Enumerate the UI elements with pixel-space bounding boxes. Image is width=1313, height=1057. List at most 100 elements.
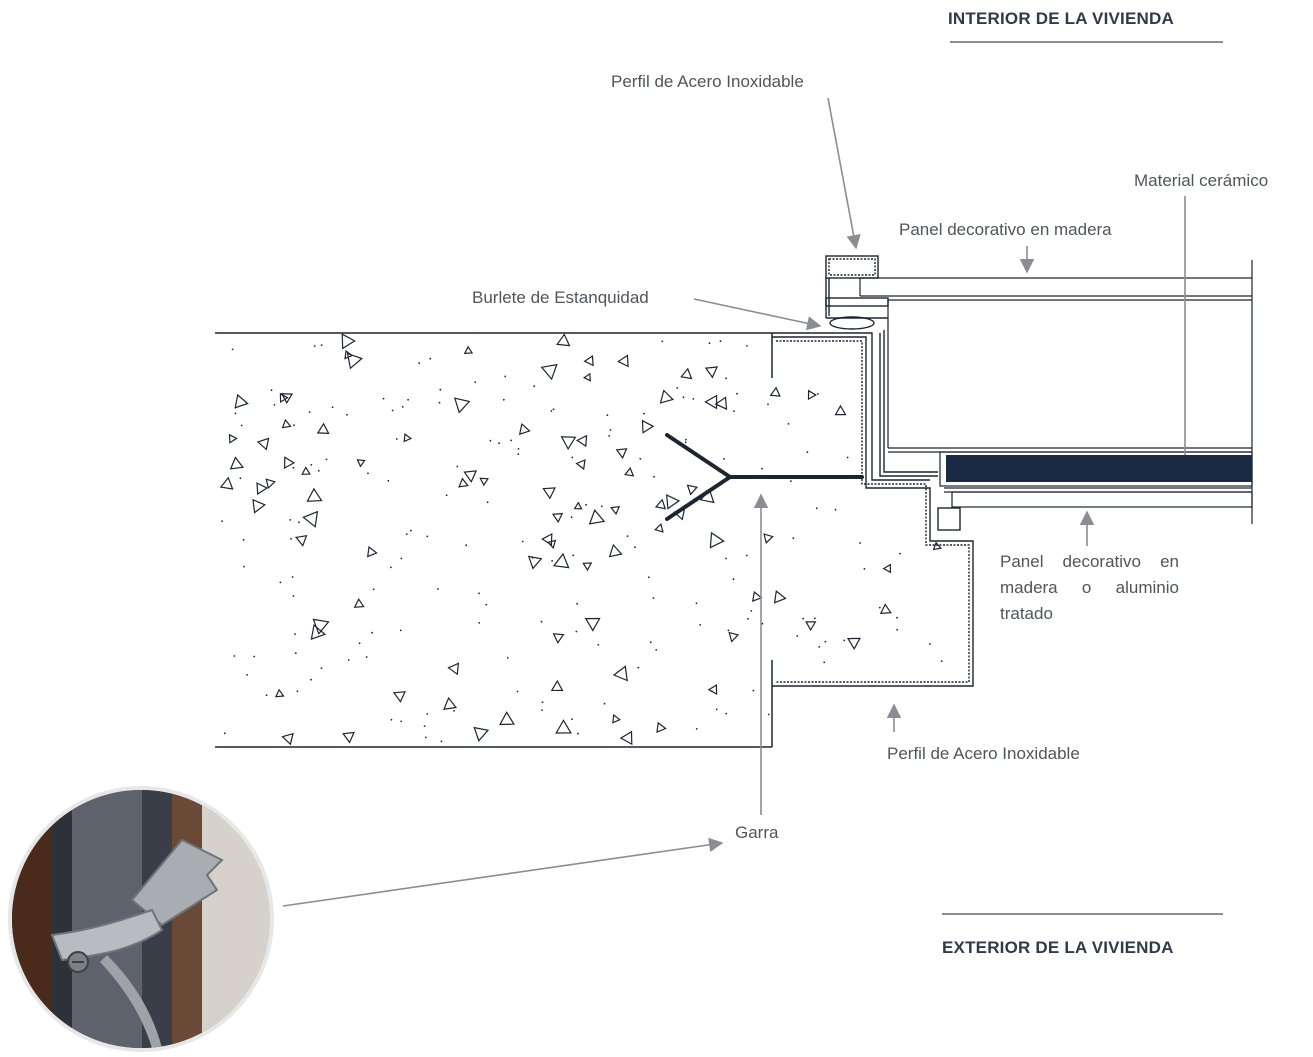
aggregate-triangle — [353, 598, 365, 608]
aggregate-dot — [347, 659, 350, 661]
aggregate-dot — [243, 565, 245, 568]
aggregate-dot — [390, 566, 392, 569]
aggregate-dot — [767, 713, 770, 716]
aggregate-dot — [310, 464, 313, 466]
aggregate-triangle — [301, 466, 311, 475]
aggregate-dot — [577, 732, 579, 735]
aggregate-dot — [331, 406, 334, 409]
aggregate-dot — [606, 414, 609, 417]
aggregate-triangle — [805, 621, 817, 632]
aggregate-dot — [806, 451, 809, 454]
aggregate-dot — [521, 540, 524, 543]
aggregate-dot — [725, 557, 727, 560]
aggregate-dot — [761, 467, 763, 470]
aggregate-dot — [585, 503, 587, 506]
aggregate-triangle — [882, 563, 892, 574]
aggregate-dot — [474, 381, 477, 383]
aggregate-dot — [733, 410, 735, 412]
label-burlete: Burlete de Estanquidad — [472, 288, 649, 307]
aggregate-triangle — [403, 432, 413, 443]
aggregate-triangle — [619, 730, 633, 746]
aggregate-dot — [767, 403, 769, 406]
aggregate-triangle — [773, 589, 787, 604]
aggregate-dot — [438, 401, 441, 404]
aggregate-dot — [834, 508, 837, 511]
aggregate-triangle — [392, 691, 406, 703]
aggregate-dot — [233, 655, 236, 657]
aggregate-dot — [626, 535, 629, 537]
aggregate-dot — [294, 633, 296, 635]
aggregate-triangle — [656, 721, 667, 734]
aggregate-dot — [279, 581, 282, 584]
aggregate-dot — [637, 666, 640, 669]
aggregate-triangle — [834, 404, 847, 416]
aggregate-dot — [647, 576, 650, 579]
aggregate-triangle — [704, 394, 718, 410]
aggregate-dot — [859, 542, 861, 544]
aggregate-triangle — [344, 349, 354, 360]
aggregate-dot — [655, 649, 658, 651]
aggregate-dot — [445, 494, 448, 497]
aggregate-triangle — [302, 510, 319, 528]
aggregate-triangle — [265, 478, 276, 490]
aggregate-triangle — [540, 363, 558, 381]
aggregate-triangle — [769, 386, 781, 397]
aggregate-dot — [265, 694, 268, 697]
aggregate-dot — [661, 340, 664, 343]
aggregate-dot — [608, 435, 610, 437]
aggregate-dot — [231, 348, 234, 351]
aggregate-triangle — [612, 665, 628, 682]
aggregate-triangle — [479, 477, 489, 487]
aggregate-dot — [498, 442, 500, 445]
panel-madera — [859, 260, 1253, 524]
aggregate-dot — [817, 393, 819, 395]
aggregate-triangle — [310, 623, 327, 641]
aggregate-dot — [684, 441, 687, 444]
aggregate-dot — [246, 674, 249, 676]
label-garra: Garra — [735, 823, 779, 842]
aggregate-triangle — [560, 436, 577, 451]
aggregate-dot — [292, 466, 295, 469]
aggregate-dot — [221, 520, 223, 522]
label-panel-madera: Panel decorativo en madera — [899, 220, 1112, 239]
aggregate-dot — [478, 622, 481, 624]
aggregate-dot — [401, 406, 404, 408]
aggregate-triangle — [686, 484, 699, 496]
aggregate-dot — [387, 479, 390, 482]
stainless-profile — [772, 330, 974, 687]
aggregate-dot — [695, 602, 698, 605]
aggregate-triangle — [256, 437, 270, 451]
aggregate-triangle — [617, 354, 629, 368]
aggregate-triangle — [283, 456, 296, 470]
aggregate-dot — [736, 392, 738, 395]
garra-photo-icon — [12, 790, 270, 1048]
aggregate-dot — [649, 641, 652, 644]
aggregate-dot — [597, 644, 600, 646]
aggregate-dot — [682, 396, 685, 399]
aggregate-dot — [896, 628, 899, 631]
header-interior: INTERIOR DE LA VIVIENDA — [948, 9, 1174, 28]
aggregate-dot — [456, 465, 459, 468]
aggregate-triangle — [341, 333, 356, 350]
aggregate-dot — [725, 712, 728, 715]
aggregate-triangle — [316, 422, 330, 435]
aggregate-dot — [410, 529, 412, 532]
aggregate-dot — [296, 690, 299, 693]
aggregate-dot — [485, 603, 488, 606]
header-exterior: EXTERIOR DE LA VIVIENDA — [942, 938, 1174, 957]
aggregate-triangle — [583, 355, 594, 367]
aggregate-triangle — [641, 419, 655, 434]
aggregate-triangle — [542, 487, 556, 500]
aggregate-dot — [551, 560, 553, 562]
aggregate-triangle — [573, 501, 583, 510]
aggregate-dot — [371, 631, 373, 634]
aggregate-dot — [517, 453, 520, 455]
aggregate-dot — [719, 340, 722, 343]
aggregate-triangle — [281, 732, 294, 746]
aggregate-dot — [550, 410, 553, 412]
aggregate-triangle — [704, 366, 719, 379]
aggregate-dot — [750, 610, 753, 612]
aggregate-triangle — [274, 688, 285, 698]
aggregate-dot — [400, 557, 403, 560]
aggregate-triangle — [666, 494, 681, 510]
